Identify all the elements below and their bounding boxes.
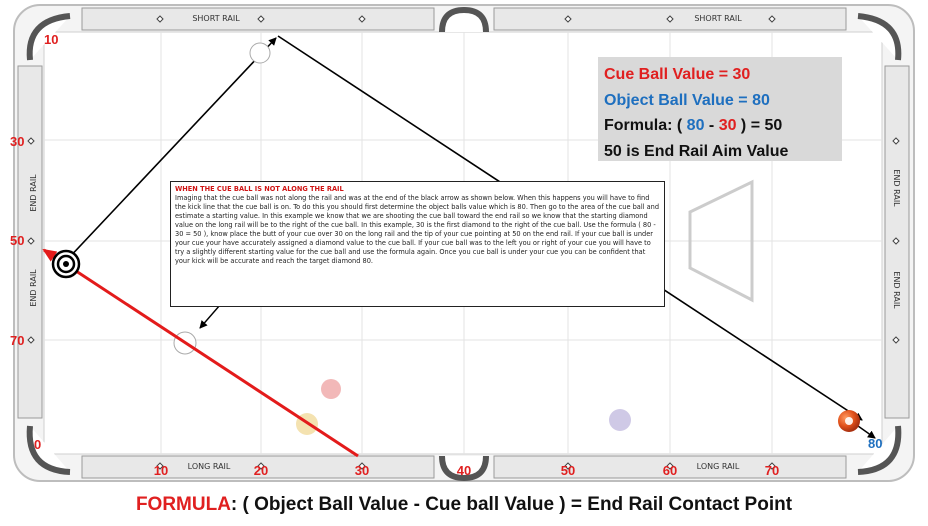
- short-rail-label-right: SHORT RAIL: [694, 14, 742, 23]
- bottom-rail-left: [81, 455, 435, 479]
- value-left-30: 30: [10, 134, 24, 149]
- value-bottom-20: 20: [254, 463, 268, 478]
- end-rail-label-left-bottom: END RAIL: [29, 269, 38, 307]
- cue-ball-value-label: Cue Ball Value =: [604, 66, 733, 83]
- formula-prefix: Formula: (: [604, 117, 687, 134]
- value-bottom-40: 40: [457, 463, 471, 478]
- explanation-note: WHEN THE CUE BALL IS NOT ALONG THE RAIL …: [170, 181, 665, 307]
- value-bottom-30: 30: [355, 463, 369, 478]
- path-line-to-short-rail: [64, 37, 277, 263]
- note-body: Imaging that the cue ball was not along …: [175, 194, 660, 265]
- cue-ball-value: 30: [732, 66, 751, 83]
- pocket-top-left: [26, 13, 71, 61]
- values-info-box: Cue Ball Value = 30 Object Ball Value = …: [598, 57, 842, 161]
- formula-minus: -: [704, 117, 719, 134]
- pocket-top-middle: [439, 6, 489, 33]
- pockets: [26, 6, 902, 482]
- faded-ball-red: [321, 379, 341, 399]
- end-rail-label-right-top: END RAIL: [892, 169, 901, 207]
- value-bottom-70: 70: [765, 463, 779, 478]
- path-line-to-cue-estimate: [199, 304, 221, 329]
- value-bottom-50: 50: [561, 463, 575, 478]
- object-ball-value: 80: [752, 91, 770, 109]
- pocket-bottom-left: [26, 425, 71, 475]
- footer-formula: FORMULA: ( Object Ball Value - Cue ball …: [0, 494, 928, 516]
- long-rail-label-left: LONG RAIL: [188, 462, 231, 471]
- rail-diamonds: [27, 15, 900, 470]
- value-bottom-10: 10: [154, 463, 168, 478]
- note-title: WHEN THE CUE BALL IS NOT ALONG THE RAIL: [175, 185, 344, 193]
- bottom-diamond-values: 10 20 30 40 50 60 70: [154, 463, 779, 478]
- long-rail-label-right: LONG RAIL: [697, 462, 740, 471]
- end-rail-label-left-top: END RAIL: [29, 174, 38, 212]
- short-rail-label-left: SHORT RAIL: [192, 14, 240, 23]
- object-ball-value-line: Object Ball Value = 80: [604, 88, 836, 114]
- faded-ball-purple: [609, 409, 631, 431]
- path-line-object-to-corner: [857, 425, 876, 439]
- formula-suffix: ) = 50: [736, 117, 783, 134]
- formula-line: Formula: ( 80 - 30 ) = 50: [604, 113, 836, 139]
- value-corner-top-left: 10: [44, 32, 58, 47]
- value-left-50: 50: [10, 233, 24, 248]
- aim-line-red: [42, 248, 359, 458]
- pocket-bottom-middle: [439, 455, 489, 482]
- value-corner-bottom-right: 80: [868, 436, 882, 451]
- pocket-bottom-right: [857, 425, 902, 475]
- ghost-ball-top: [249, 42, 271, 64]
- rack-outline: [688, 179, 754, 303]
- footer-formula-label: FORMULA: [135, 494, 231, 515]
- object-ball-spot: [845, 417, 853, 425]
- aim-value-line: 50 is End Rail Aim Value: [604, 142, 789, 160]
- formula-object-value: 80: [686, 117, 705, 134]
- cue-ball-target: [51, 249, 81, 279]
- value-left-70: 70: [10, 333, 24, 348]
- pocket-top-right: [857, 13, 902, 61]
- end-rail-label-right-bottom: END RAIL: [892, 271, 901, 309]
- formula-cue-value: 30: [718, 117, 737, 134]
- cue-ball-value-line: Cue Ball Value = 30: [604, 62, 836, 88]
- footer-formula-text: : ( Object Ball Value - Cue ball Value )…: [230, 494, 793, 515]
- value-corner-bottom-left: 0: [34, 437, 41, 452]
- value-bottom-60: 60: [663, 463, 677, 478]
- object-ball-value-label: Object Ball Value =: [604, 91, 753, 109]
